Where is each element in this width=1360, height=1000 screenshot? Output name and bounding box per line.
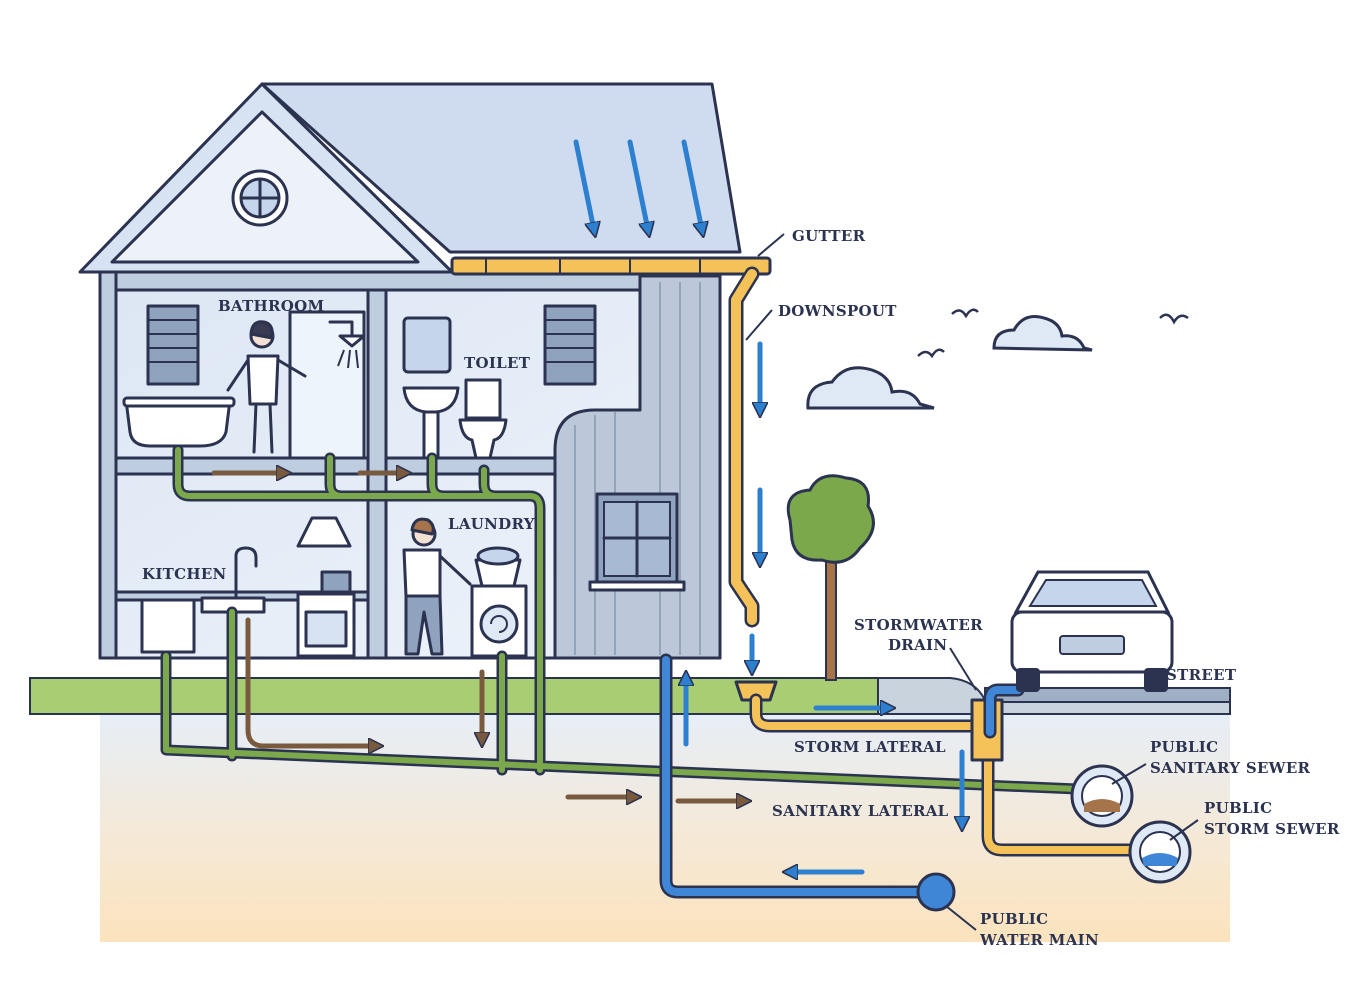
label-laundry: LAUNDRY	[448, 515, 535, 533]
label-sanitary-lateral: SANITARY LATERAL	[772, 802, 949, 820]
bathroom-person	[226, 320, 307, 454]
bird-icon	[951, 308, 979, 319]
public-sanitary-sewer	[1070, 764, 1134, 828]
label-public-storm-sewer-line1: PUBLIC	[1204, 799, 1272, 817]
range-hood	[296, 516, 352, 548]
labels: BATHROOM TOILET KITCHEN LAUNDRY GUTTER D…	[142, 227, 1340, 949]
label-gutter: GUTTER	[792, 227, 866, 245]
dishwasher	[140, 598, 196, 654]
cloud-icon	[992, 315, 1093, 352]
leader-lines	[745, 233, 1199, 931]
rain-arrow	[573, 139, 594, 230]
label-public-sanitary-sewer-line2: SANITARY SEWER	[1150, 759, 1311, 777]
flow-arrow	[245, 617, 376, 746]
shower-head-icon	[338, 334, 366, 348]
label-downspout: DOWNSPOUT	[778, 302, 897, 320]
tree	[786, 474, 875, 681]
wastewater-flow-arrows	[211, 473, 744, 801]
label-bathroom: BATHROOM	[218, 297, 324, 315]
bathroom-window	[146, 304, 200, 386]
toilet-icon	[464, 378, 502, 420]
label-toilet: TOILET	[464, 354, 531, 372]
label-public-sanitary-sewer-line1: PUBLIC	[1150, 738, 1218, 756]
cooking-pot	[320, 570, 352, 594]
mirror	[402, 316, 452, 374]
sky-decoration	[806, 308, 1189, 410]
bathtub	[124, 398, 232, 448]
label-street: STREET	[1166, 666, 1237, 684]
rain-arrow	[627, 139, 648, 230]
bird-icon	[917, 348, 945, 359]
water-main-pipes	[659, 653, 1025, 912]
sanitary-drain-pipes	[160, 444, 1106, 796]
label-public-water-main-line1: PUBLIC	[980, 910, 1048, 928]
label-public-water-main-line2: WATER MAIN	[979, 931, 1099, 949]
water-flow-arrows	[573, 139, 962, 872]
toilet-window	[543, 304, 597, 386]
label-stormwater-drain-line2: DRAIN	[888, 636, 947, 654]
public-water-main	[916, 872, 956, 912]
sink-bathroom	[402, 386, 460, 414]
car	[1010, 570, 1174, 692]
laundry-person	[402, 517, 472, 656]
label-storm-lateral: STORM LATERAL	[794, 738, 946, 756]
storm-pipes	[450, 256, 1153, 857]
rain-arrow	[681, 139, 702, 230]
label-kitchen: KITCHEN	[142, 565, 227, 583]
label-public-storm-sewer-line2: STORM SEWER	[1204, 820, 1340, 838]
label-stormwater-drain-line1: STORMWATER	[854, 616, 983, 634]
cloud-icon	[806, 366, 935, 410]
ground-surface	[29, 677, 1231, 715]
faucet-icon	[234, 546, 258, 600]
stormwater-inlet	[734, 680, 778, 702]
gutter	[450, 256, 772, 276]
bird-icon	[1159, 313, 1189, 325]
